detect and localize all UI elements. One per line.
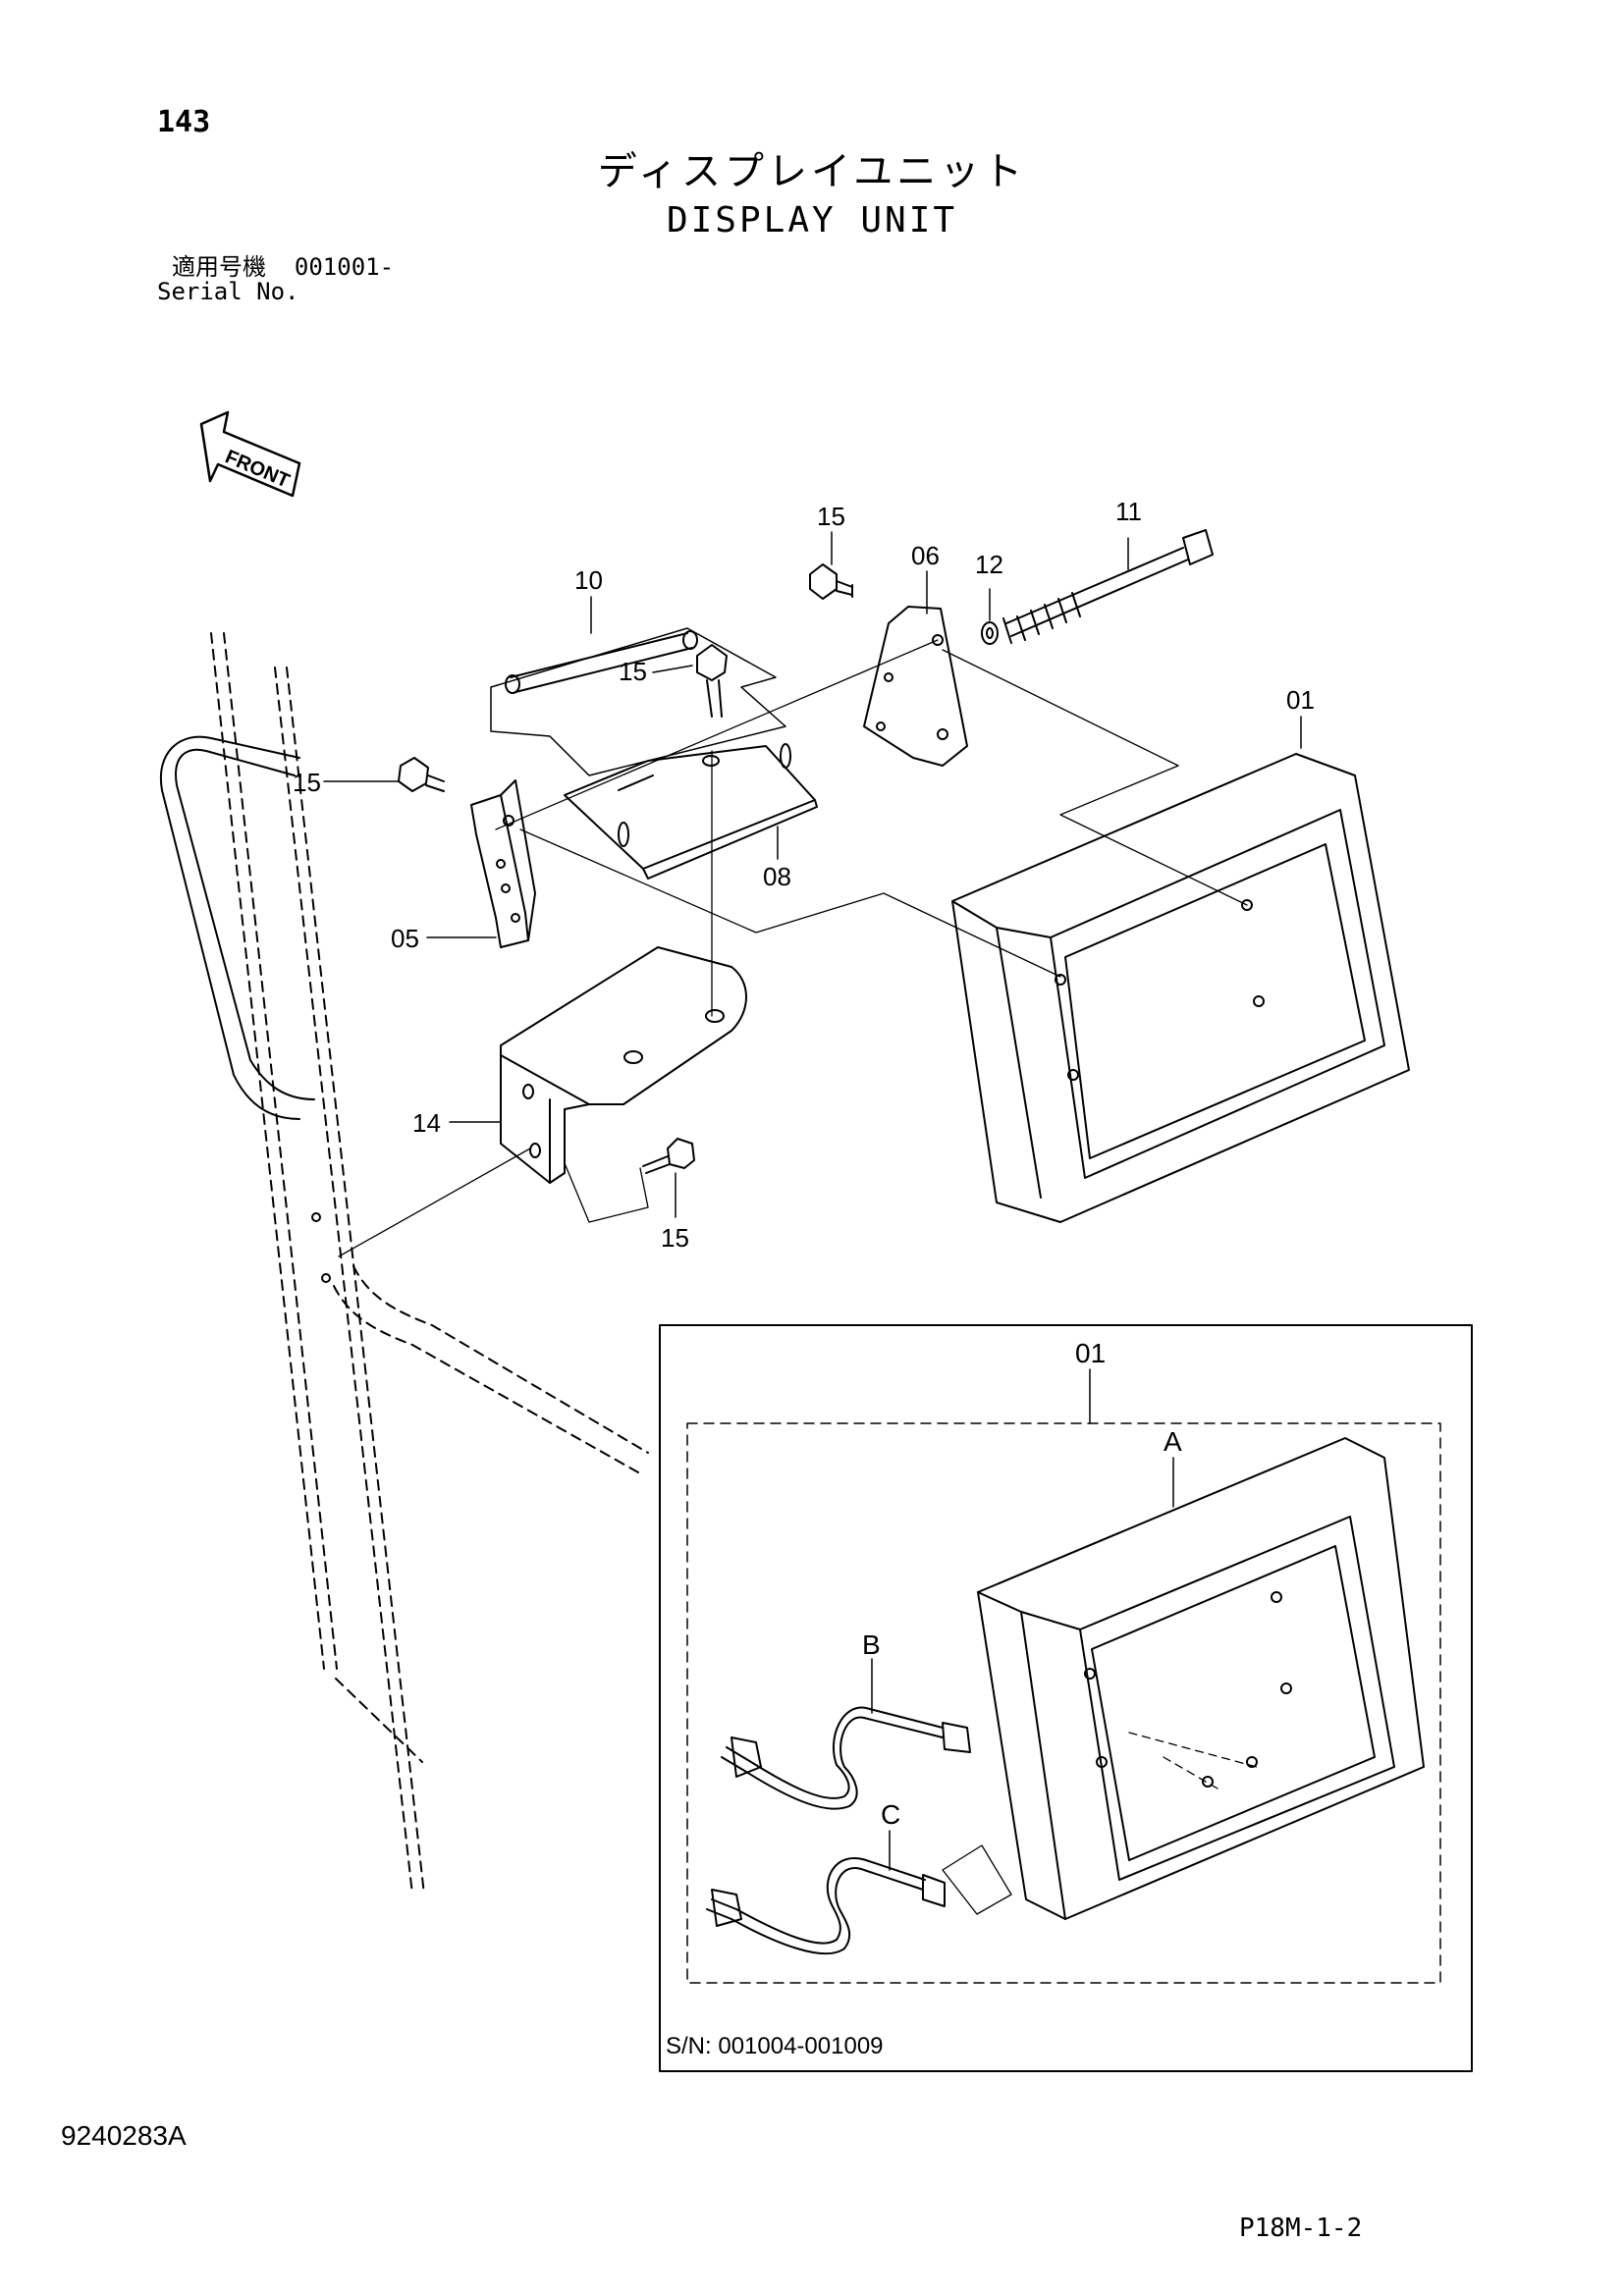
plate-08: [564, 743, 818, 880]
holes-cab: [311, 1212, 331, 1283]
callout-10: 10: [574, 565, 603, 595]
front-label: FRONT: [222, 446, 293, 492]
leader-box-pin: [490, 627, 786, 776]
bolt-15-mid: [696, 644, 728, 718]
title-japanese: ディスプレイユニット: [597, 149, 1027, 194]
callout-01: 01: [1286, 685, 1315, 715]
drawing-number: 9240283A: [61, 2120, 187, 2151]
callout-labels: 15 11 06 12 10 15 01 15 08 05 14 15: [293, 497, 1315, 1253]
callout-08: 08: [763, 862, 791, 891]
harness-C: [706, 1844, 1012, 1955]
callout-14: 14: [412, 1108, 441, 1138]
callout-12: 12: [975, 550, 1003, 579]
callout-15-top: 15: [817, 502, 845, 531]
serial-label-en: Serial No.: [157, 278, 299, 305]
inset-panel: 01 A B C S/N: 001004-001009: [659, 1324, 1473, 2072]
callout-05: 05: [391, 924, 419, 953]
inset-serial-range: S/N: 001004-001009: [666, 2033, 884, 2059]
page-number: 143: [157, 105, 211, 139]
bolt-15-left: [398, 757, 445, 792]
serial-applicability: 適用号機 001001-: [172, 255, 394, 279]
callout-15-bottom: 15: [661, 1223, 689, 1253]
bolt-15-bottom: [642, 1138, 695, 1174]
display-unit-01: [951, 753, 1410, 1223]
bracket-14: [500, 946, 747, 1184]
harness-B: [721, 1706, 971, 1810]
callout-15-left: 15: [293, 768, 321, 797]
callout-15-mid: 15: [619, 657, 647, 686]
serial-label-jp: 適用号機: [172, 253, 266, 281]
serial-value: 001001-: [294, 253, 395, 281]
handrail: [159, 735, 315, 1120]
inset-callout-A: A: [1164, 1426, 1182, 1457]
display-unit-A: [977, 1437, 1425, 1920]
inset-callout-C: C: [881, 1799, 900, 1830]
inset-callout-01: 01: [1075, 1338, 1106, 1368]
callout-11: 11: [1115, 497, 1142, 526]
bolt-15-top: [809, 563, 853, 600]
pin-10: [505, 630, 698, 694]
inset-dashed-group: [686, 1422, 1441, 1984]
sheet-code: P18M-1-2: [1239, 2214, 1363, 2243]
washer-12: [981, 621, 999, 645]
title-english: DISPLAY UNIT: [666, 200, 958, 240]
callout-leaders: [323, 531, 1302, 1218]
bolt-11: [1002, 529, 1214, 644]
cab-frame: [210, 632, 649, 1896]
inset-callout-B: B: [862, 1629, 881, 1660]
callout-06: 06: [911, 541, 940, 570]
assembly-lines: [338, 639, 1248, 1257]
bracket-06: [863, 606, 968, 767]
front-arrow-icon: FRONT: [199, 410, 301, 498]
bracket-05: [470, 779, 536, 948]
